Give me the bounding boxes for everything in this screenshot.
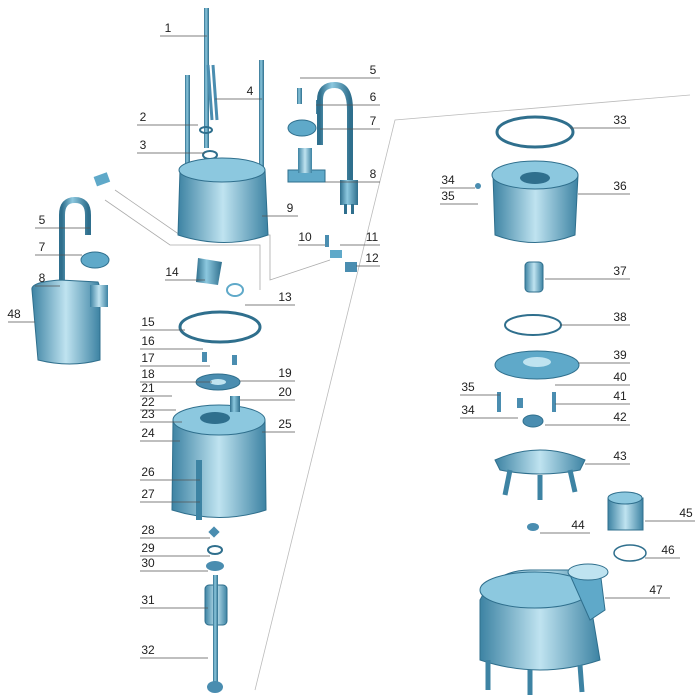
part-label-7: 7 bbox=[39, 240, 46, 254]
part-label-11: 11 bbox=[366, 230, 379, 244]
part-label-37: 37 bbox=[613, 264, 627, 278]
part-label-34: 34 bbox=[441, 173, 455, 187]
part-label-38: 38 bbox=[613, 310, 627, 324]
part-label-22: 22 bbox=[141, 395, 155, 409]
divider-panel bbox=[254, 94, 691, 691]
part-label-5: 5 bbox=[370, 63, 377, 77]
part-label-42: 42 bbox=[613, 410, 627, 424]
part-label-29: 29 bbox=[141, 541, 155, 555]
part-label-41: 41 bbox=[613, 389, 627, 403]
part-label-47: 47 bbox=[649, 583, 663, 597]
part-label-25: 25 bbox=[278, 417, 292, 431]
part-label-21: 21 bbox=[141, 381, 155, 395]
part-label-1: 1 bbox=[165, 21, 172, 35]
part-label-12: 12 bbox=[365, 251, 379, 265]
part-label-16: 16 bbox=[141, 334, 155, 348]
part-label-8: 8 bbox=[370, 167, 377, 181]
part-label-6: 6 bbox=[370, 90, 377, 104]
part-label-14: 14 bbox=[165, 265, 179, 279]
part-label-36: 36 bbox=[613, 179, 627, 193]
part-label-27: 27 bbox=[141, 487, 155, 501]
parts-right bbox=[475, 115, 647, 695]
part-label-5: 5 bbox=[39, 213, 46, 227]
part-label-13: 13 bbox=[278, 290, 292, 304]
part-label-24: 24 bbox=[141, 426, 155, 440]
part-label-35: 35 bbox=[441, 189, 455, 203]
part-label-32: 32 bbox=[141, 643, 155, 657]
part-label-10: 10 bbox=[298, 230, 312, 244]
part-label-17: 17 bbox=[141, 351, 155, 365]
part-label-34: 34 bbox=[461, 403, 475, 417]
part-label-20: 20 bbox=[278, 385, 292, 399]
part-label-44: 44 bbox=[571, 518, 585, 532]
part-label-30: 30 bbox=[141, 556, 155, 570]
part-label-7: 7 bbox=[370, 114, 377, 128]
part-label-23: 23 bbox=[141, 407, 155, 421]
part-label-18: 18 bbox=[141, 367, 155, 381]
part-label-8: 8 bbox=[39, 271, 46, 285]
part-label-31: 31 bbox=[141, 593, 155, 607]
part-label-40: 40 bbox=[613, 370, 627, 384]
part-label-3: 3 bbox=[140, 138, 147, 152]
part-label-2: 2 bbox=[140, 110, 147, 124]
parts-left bbox=[31, 8, 358, 693]
part-label-19: 19 bbox=[278, 366, 292, 380]
part-label-26: 26 bbox=[141, 465, 155, 479]
part-label-45: 45 bbox=[679, 506, 693, 520]
part-label-15: 15 bbox=[141, 315, 155, 329]
part-label-28: 28 bbox=[141, 523, 155, 537]
part-label-39: 39 bbox=[613, 348, 627, 362]
part-label-33: 33 bbox=[613, 113, 627, 127]
part-label-43: 43 bbox=[613, 449, 627, 463]
cable-lines bbox=[104, 189, 331, 290]
part-label-9: 9 bbox=[287, 201, 294, 215]
part-label-35: 35 bbox=[461, 380, 475, 394]
part-label-46: 46 bbox=[661, 543, 675, 557]
part-label-48: 48 bbox=[7, 307, 21, 321]
part-label-4: 4 bbox=[247, 84, 254, 98]
